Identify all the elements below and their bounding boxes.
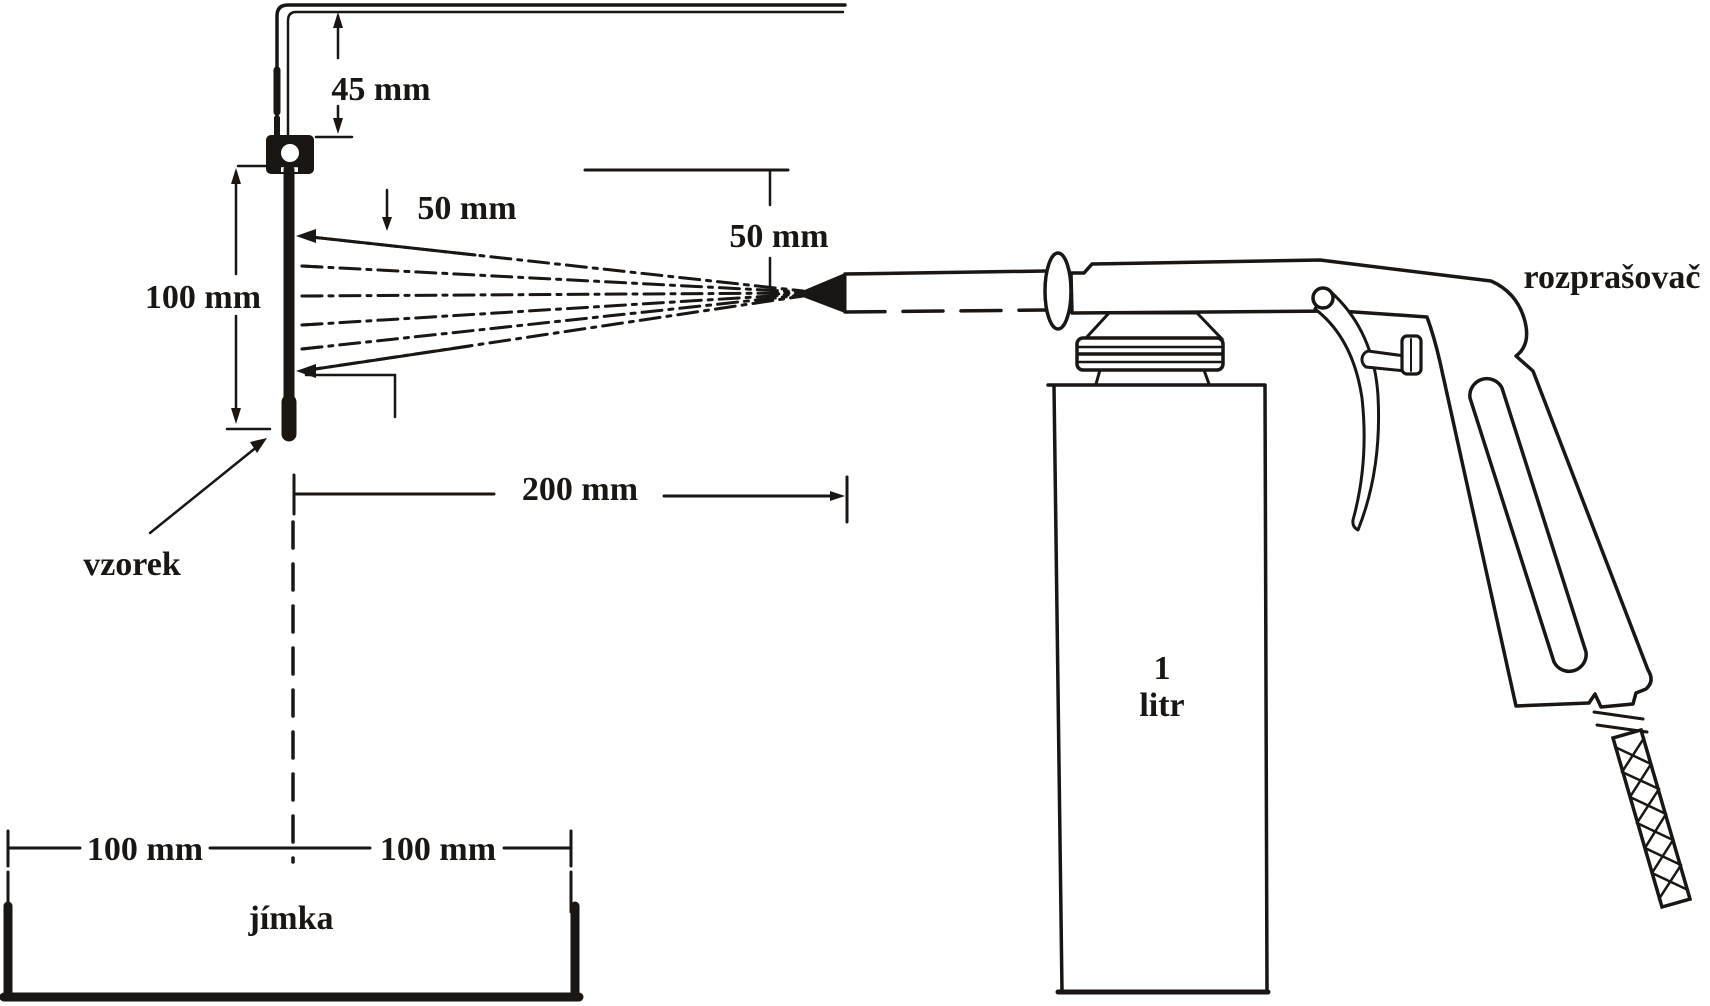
nozzle-tip	[795, 273, 845, 313]
arrow-up	[231, 168, 241, 184]
dim-corner	[304, 373, 397, 419]
dim-tick-hook	[768, 256, 781, 296]
sample-callout: vzorek	[83, 438, 267, 583]
arrow-down	[382, 217, 392, 231]
dim-200mm: 200 mm	[292, 471, 849, 524]
support-bar-inner-line	[286, 10, 845, 140]
arrow-right	[830, 491, 845, 501]
sump-tray: jímka	[0, 900, 584, 1002]
dim-sump-left-label: 100 mm	[87, 831, 203, 868]
gun-body-outline	[1069, 258, 1653, 709]
spray-ray-lead	[300, 234, 477, 257]
knurl-crosshatch	[1613, 736, 1690, 901]
dim-sump: 100 mm 100 mm	[6, 829, 573, 914]
spray-ray-lead	[300, 344, 472, 373]
bottle: 1 litr	[1046, 311, 1271, 995]
clamp-hole	[281, 144, 299, 162]
dim-45mm-label: 45 mm	[331, 71, 430, 108]
dim-50mm-nozzle-label: 50 mm	[729, 218, 828, 255]
dim-50mm-pattern: 50 mm	[304, 188, 517, 419]
spray-arrow-top	[296, 229, 316, 243]
support-bar-outer-line	[275, 3, 847, 142]
dim-sump-right-label: 100 mm	[380, 831, 496, 868]
dim-200mm-label: 200 mm	[522, 471, 638, 508]
spray-cone	[300, 234, 805, 373]
leader-arrow	[250, 438, 267, 453]
bottle-left-wall	[1052, 384, 1064, 993]
barrel-bottom-dashed	[843, 308, 1048, 314]
spray-ray	[300, 292, 805, 327]
sprayer-label: rozprašovač	[1524, 259, 1701, 296]
leader-line	[148, 444, 260, 535]
cap-top	[1082, 311, 1225, 340]
dim-50mm-nozzle: 50 mm	[583, 168, 829, 296]
dim-45mm: 45 mm	[314, 12, 431, 139]
spray-cone-solid-ends	[296, 229, 477, 378]
trigger-pivot-knob	[1311, 286, 1335, 310]
spray-ray	[300, 264, 805, 294]
spray-contact-tick	[300, 322, 322, 327]
dim-100mm-sample-label: 100 mm	[145, 279, 261, 316]
bottle-neck-left	[1094, 368, 1102, 386]
bottle-volume-number: 1	[1154, 650, 1171, 687]
spray-gun	[795, 251, 1693, 910]
arrow-up	[333, 12, 343, 28]
handle-slot	[1468, 377, 1588, 673]
stub-outline	[1610, 727, 1693, 910]
dim-50mm-pattern-label: 50 mm	[417, 190, 516, 227]
trigger-lever	[1313, 290, 1381, 532]
valve-stem	[1360, 349, 1407, 373]
barrel-top	[843, 269, 1048, 276]
bottle-neck-right	[1202, 368, 1211, 386]
dim-100mm-sample: 100 mm	[145, 164, 302, 431]
knurled-hose-stub	[1610, 727, 1693, 910]
spray-contact-tick	[300, 345, 322, 351]
bottle-volume-unit: litr	[1139, 687, 1184, 724]
barrel-collar-ring	[1043, 251, 1073, 331]
arrow-down	[231, 408, 241, 424]
sump-label: jímka	[248, 900, 334, 937]
bottle-right-wall	[1263, 384, 1269, 993]
support-bar	[273, 3, 847, 143]
connector-ring	[1592, 710, 1645, 721]
arrow-down	[333, 118, 343, 134]
spray-contact-tick	[300, 264, 322, 269]
spray-ray	[300, 291, 805, 298]
spray-ray	[300, 293, 805, 351]
sample-label: vzorek	[83, 546, 181, 583]
